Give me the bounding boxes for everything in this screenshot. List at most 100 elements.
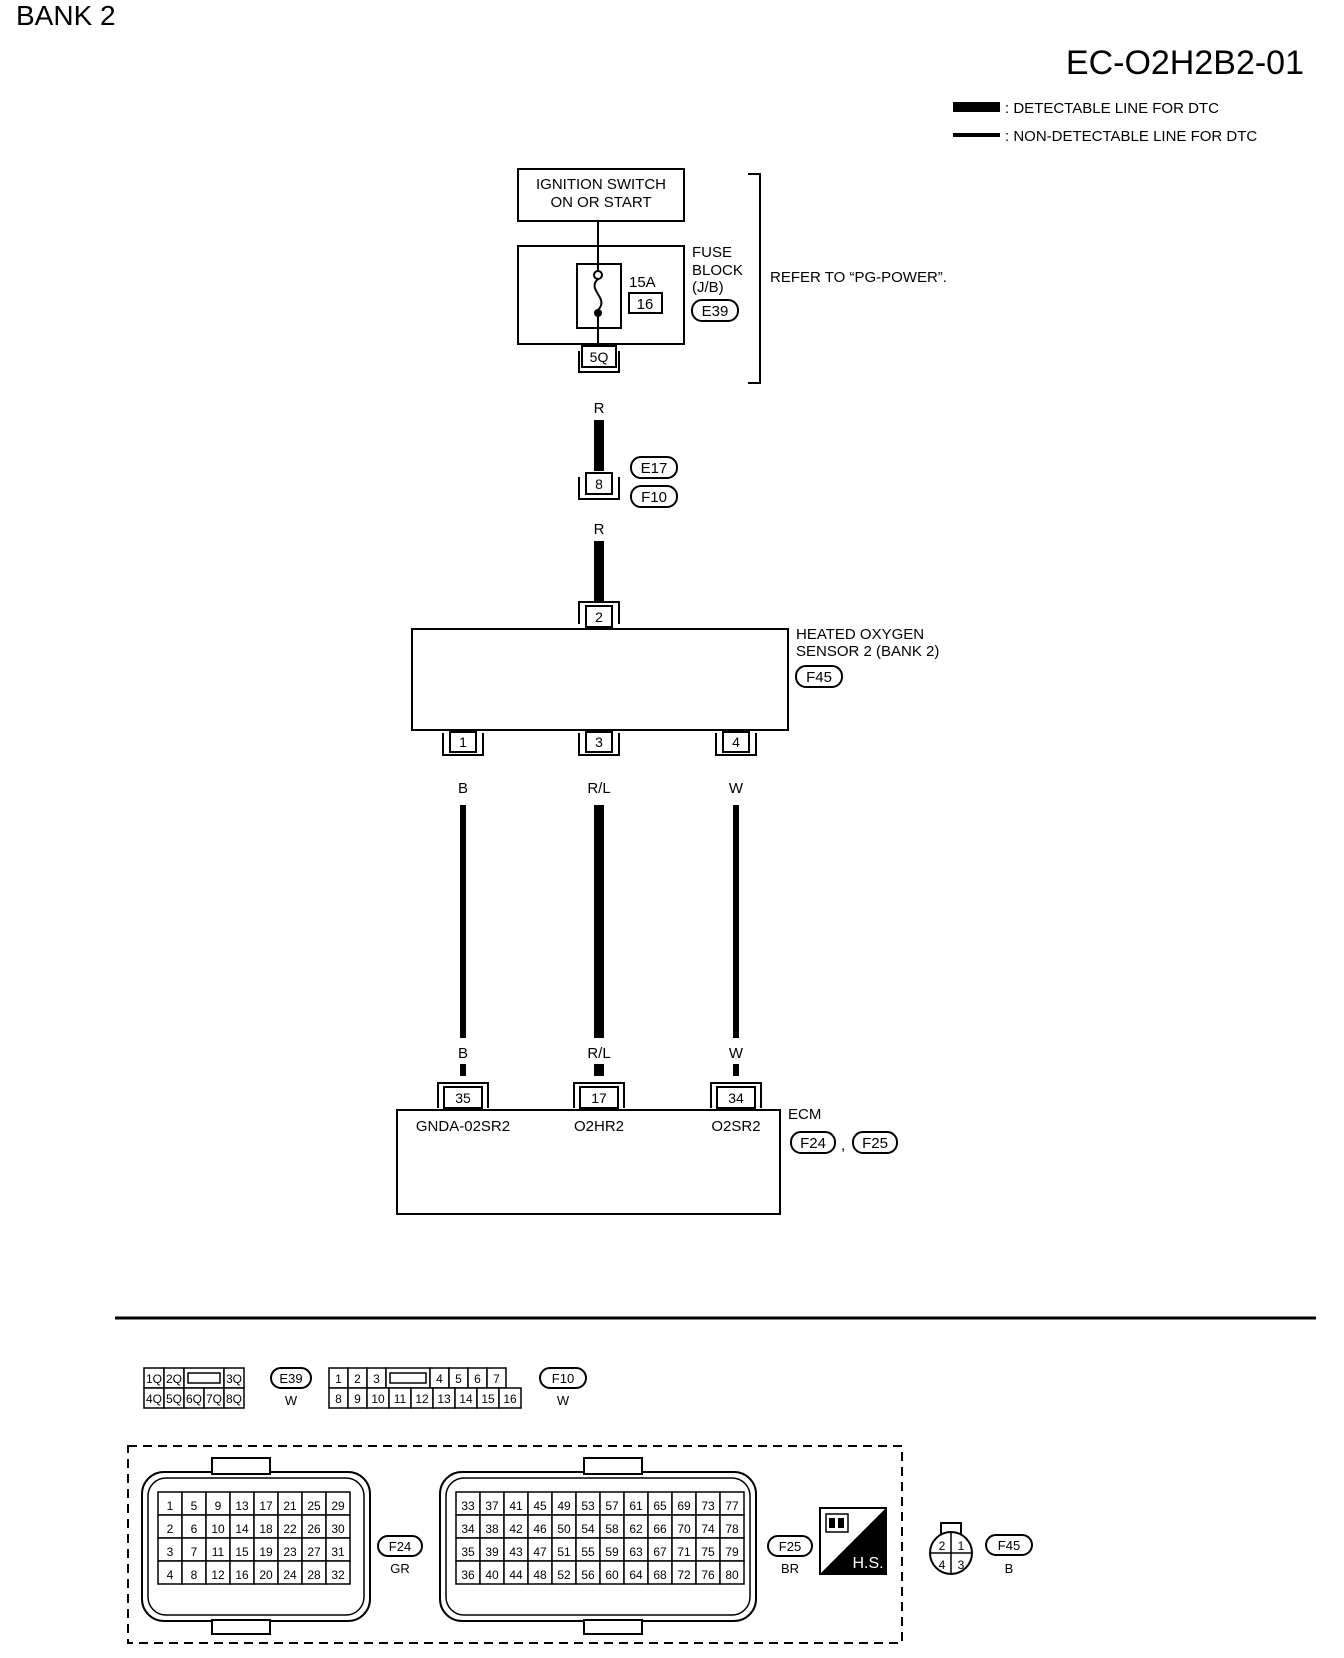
pin-label: 19 xyxy=(259,1545,273,1559)
connector-latch-f24-top xyxy=(211,1457,271,1475)
pin-label: 14 xyxy=(459,1392,473,1406)
fuse-top-terminal xyxy=(593,270,603,280)
terminal-3: 3 xyxy=(595,734,603,750)
connector-badge-f45 xyxy=(795,665,843,688)
sensor-label-line2: SENSOR 2 (BANK 2) xyxy=(796,643,939,660)
pin-label: 7 xyxy=(191,1545,198,1559)
f45-pin-4: 4 xyxy=(939,1558,946,1572)
f45-pin-1: 1 xyxy=(958,1539,965,1553)
fuse-rating: 15A xyxy=(629,274,656,291)
legend-non-detectable-text: : NON-DETECTABLE LINE FOR DTC xyxy=(1005,128,1257,145)
pin-label: 22 xyxy=(283,1522,297,1536)
pin-label: 77 xyxy=(725,1499,739,1513)
wire-r-upper xyxy=(594,420,604,471)
connector-key xyxy=(187,1372,221,1384)
pin-label: 59 xyxy=(605,1545,619,1559)
terminal-bracket-1 xyxy=(442,733,484,756)
terminal-4: 4 xyxy=(732,734,740,750)
pin-label: 49 xyxy=(557,1499,571,1513)
connector-housing-f24-inner xyxy=(147,1477,365,1616)
pin-label: 32 xyxy=(331,1568,345,1582)
pin-label: 34 xyxy=(461,1522,475,1536)
pin-label: 5Q xyxy=(166,1392,182,1406)
pin-label: 2 xyxy=(354,1372,361,1386)
pin-label: 71 xyxy=(677,1545,691,1559)
terminal-bracket-5q xyxy=(578,351,620,373)
pin-label: 23 xyxy=(283,1545,297,1559)
connector-id-f10-junction: F10 xyxy=(641,489,667,506)
ignition-line2: ON OR START xyxy=(550,194,651,211)
pin-label: 63 xyxy=(629,1545,643,1559)
pin-cell xyxy=(223,1387,245,1409)
pin-label: 17 xyxy=(259,1499,273,1513)
connector-id-f45-view: F45 xyxy=(998,1538,1020,1553)
pin-label: 80 xyxy=(725,1568,739,1582)
wire-rl xyxy=(594,805,604,1038)
connector-id-f45: F45 xyxy=(806,669,832,686)
pin-label: 18 xyxy=(259,1522,273,1536)
pin-label: 4 xyxy=(436,1372,443,1386)
terminal-box-1 xyxy=(449,731,477,753)
terminal-2: 2 xyxy=(595,609,603,625)
wire-b-stub xyxy=(460,1064,466,1076)
pin-label: 40 xyxy=(485,1568,499,1582)
wire-color-rl-upper: R/L xyxy=(587,780,610,797)
pin-label: 75 xyxy=(701,1545,715,1559)
pin-label: 15 xyxy=(235,1545,249,1559)
connector-color-e39: W xyxy=(285,1393,298,1408)
ignition-line1: IGNITION SWITCH xyxy=(536,176,666,193)
fuse-bottom-terminal xyxy=(594,309,602,317)
pin-label: 39 xyxy=(485,1545,499,1559)
ecm-box xyxy=(396,1109,781,1215)
pin-label: 7Q xyxy=(206,1392,222,1406)
pin-label: 66 xyxy=(653,1522,667,1536)
pin-label: 47 xyxy=(533,1545,547,1559)
pin-label: 29 xyxy=(331,1499,345,1513)
pin-label: 30 xyxy=(331,1522,345,1536)
pin-label: 45 xyxy=(533,1499,547,1513)
pin-label: 55 xyxy=(581,1545,595,1559)
connector-key xyxy=(389,1372,427,1384)
pin-label: 62 xyxy=(629,1522,643,1536)
pin-label: 3 xyxy=(373,1372,380,1386)
pin-label: 52 xyxy=(557,1568,571,1582)
pin-label: 25 xyxy=(307,1499,321,1513)
connector-id-f24-view: F24 xyxy=(389,1539,411,1554)
pin-label: 6 xyxy=(474,1372,481,1386)
connector-latch-f24-bottom xyxy=(211,1619,271,1635)
terminal-35: 35 xyxy=(455,1090,471,1106)
pin-label: 35 xyxy=(461,1545,475,1559)
pin-label: 16 xyxy=(235,1568,249,1582)
pin-label: 38 xyxy=(485,1522,499,1536)
connector-id-f10-view: F10 xyxy=(552,1371,574,1386)
connector-view-f45: 2 1 4 3 xyxy=(929,1522,973,1575)
pin-label: 43 xyxy=(509,1545,523,1559)
f45-pin-3: 3 xyxy=(958,1558,965,1572)
legend-detectable-text: : DETECTABLE LINE FOR DTC xyxy=(1005,100,1219,117)
connector-id-f25-ecm: F25 xyxy=(862,1135,888,1152)
connector-id-e39: E39 xyxy=(702,303,729,320)
pin-label: 41 xyxy=(509,1499,523,1513)
wire-color-b-lower: B xyxy=(458,1045,468,1062)
terminal-bracket-8 xyxy=(578,477,620,500)
terminal-34: 34 xyxy=(728,1090,744,1106)
pin-label: 51 xyxy=(557,1545,571,1559)
wire-w xyxy=(733,805,739,1038)
pin-label: 4 xyxy=(167,1568,174,1582)
fuse-block-label-line2: BLOCK xyxy=(692,262,743,279)
pin-label: 14 xyxy=(235,1522,249,1536)
pin-label: 57 xyxy=(605,1499,619,1513)
terminal-bracket-17 xyxy=(573,1082,625,1108)
fuse-block-label-line1: FUSE xyxy=(692,244,732,261)
pin-label: 12 xyxy=(415,1392,429,1406)
pin-label: 2 xyxy=(167,1522,174,1536)
pin-label: 13 xyxy=(437,1392,451,1406)
connector-id-f25-view: F25 xyxy=(779,1539,801,1554)
fuse-block-box xyxy=(517,245,685,345)
wire-color-b-upper: B xyxy=(458,780,468,797)
pin-label: 64 xyxy=(629,1568,643,1582)
terminal-box-2 xyxy=(585,605,613,628)
f45-pin-2: 2 xyxy=(939,1539,946,1553)
hs-icon: H.S. xyxy=(819,1507,887,1575)
pin-label: 3 xyxy=(167,1545,174,1559)
